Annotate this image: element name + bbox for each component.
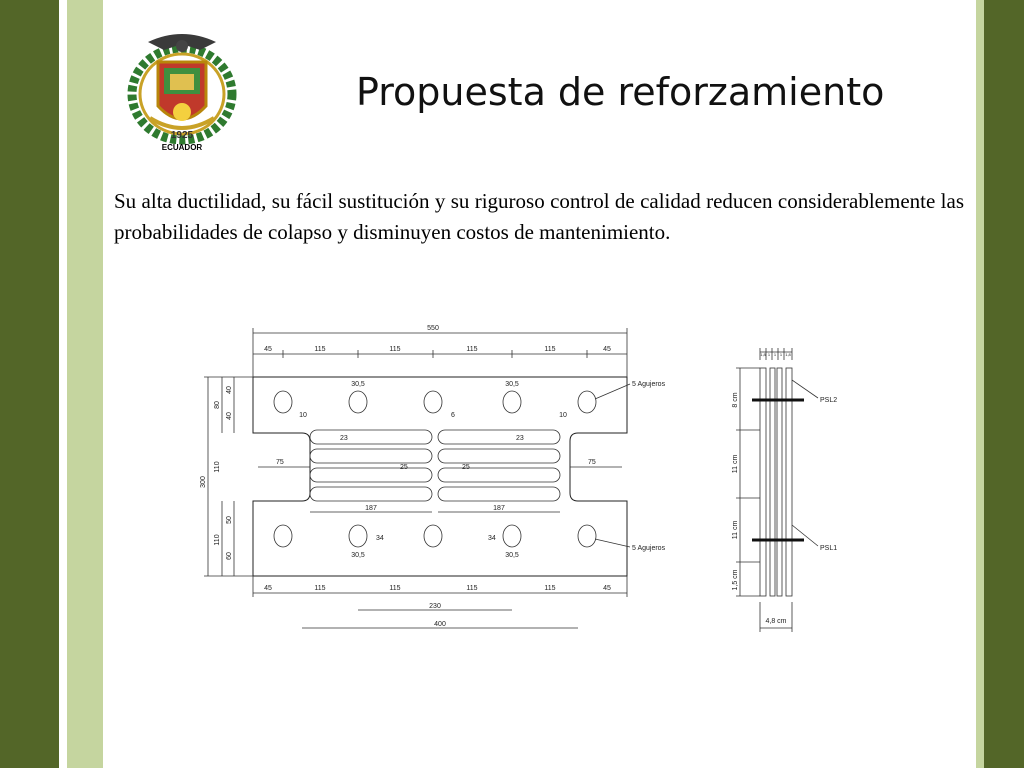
- svg-text:40: 40: [226, 386, 233, 394]
- svg-text:34: 34: [376, 535, 384, 542]
- svg-text:4,8 cm: 4,8 cm: [765, 618, 786, 625]
- svg-text:115: 115: [314, 346, 325, 353]
- left-white-stripe: [59, 0, 67, 768]
- svg-text:45: 45: [264, 585, 272, 592]
- svg-text:75: 75: [276, 459, 284, 466]
- svg-text:10: 10: [559, 412, 567, 419]
- svg-text:5 Agujeros: 5 Agujeros: [632, 545, 666, 552]
- section-drawing: 1,8 1 1 1 1,8 8 cm 11 cm 11 cm 1,5 cm PS…: [732, 348, 837, 632]
- left-dark-band: [0, 0, 59, 768]
- svg-text:115: 115: [314, 585, 325, 592]
- svg-text:30,5: 30,5: [351, 381, 365, 388]
- svg-text:30,5: 30,5: [351, 552, 365, 559]
- svg-text:25: 25: [400, 464, 408, 471]
- svg-text:34: 34: [488, 535, 496, 542]
- slot: [437, 486, 561, 502]
- svg-text:1925: 1925: [171, 130, 194, 141]
- svg-text:115: 115: [389, 346, 400, 353]
- svg-text:8 cm: 8 cm: [732, 392, 739, 407]
- left-light-band: [67, 0, 103, 768]
- svg-text:50: 50: [226, 516, 233, 524]
- svg-text:45: 45: [264, 346, 272, 353]
- right-dark-band: [984, 0, 1024, 768]
- svg-text:115: 115: [389, 585, 400, 592]
- svg-text:10: 10: [299, 412, 307, 419]
- slot: [309, 448, 433, 464]
- svg-text:1: 1: [774, 352, 777, 357]
- hole: [577, 390, 597, 414]
- hole: [502, 524, 522, 548]
- svg-text:1: 1: [780, 352, 783, 357]
- logo-caption: ECUADOR: [161, 143, 203, 152]
- svg-text:75: 75: [588, 459, 596, 466]
- svg-text:11 cm: 11 cm: [732, 521, 739, 540]
- svg-text:60: 60: [226, 552, 233, 560]
- svg-text:45: 45: [603, 585, 611, 592]
- slot: [437, 467, 561, 483]
- slot: [309, 467, 433, 483]
- hole: [348, 390, 368, 414]
- svg-text:115: 115: [466, 585, 477, 592]
- svg-text:1,8: 1,8: [785, 352, 791, 357]
- svg-text:230: 230: [429, 603, 441, 610]
- svg-text:115: 115: [544, 585, 555, 592]
- ecuador-coat-of-arms-icon: 1925: [127, 34, 237, 145]
- hole: [423, 524, 443, 548]
- slot: [309, 486, 433, 502]
- svg-text:30,5: 30,5: [505, 381, 519, 388]
- svg-text:PSL2: PSL2: [820, 397, 837, 404]
- plan-drawing: 550 45 115 115 115 115 45 30,5 30,5 10 6…: [200, 325, 666, 629]
- hole: [423, 390, 443, 414]
- slot: [437, 448, 561, 464]
- svg-text:115: 115: [544, 346, 555, 353]
- svg-text:1,5 cm: 1,5 cm: [732, 569, 739, 590]
- svg-text:11 cm: 11 cm: [732, 455, 739, 474]
- hole: [273, 524, 293, 548]
- svg-text:115: 115: [466, 346, 477, 353]
- svg-text:23: 23: [340, 435, 348, 442]
- hole: [348, 524, 368, 548]
- svg-text:6: 6: [451, 412, 455, 419]
- plate-member: [776, 367, 783, 597]
- svg-text:23: 23: [516, 435, 524, 442]
- svg-text:45: 45: [603, 346, 611, 353]
- svg-text:80: 80: [214, 401, 221, 409]
- svg-text:1: 1: [768, 352, 771, 357]
- svg-text:187: 187: [365, 505, 377, 512]
- hole: [273, 390, 293, 414]
- right-light-stripe: [976, 0, 984, 768]
- plate-member: [759, 367, 767, 597]
- svg-text:110: 110: [214, 534, 221, 545]
- svg-text:187: 187: [493, 505, 505, 512]
- plate-outline: [252, 376, 628, 577]
- hole: [577, 524, 597, 548]
- svg-text:30,5: 30,5: [505, 552, 519, 559]
- svg-text:1,8: 1,8: [760, 352, 766, 357]
- svg-text:25: 25: [462, 464, 470, 471]
- slide-title: Propuesta de reforzamiento: [356, 70, 885, 114]
- slot: [437, 429, 561, 445]
- svg-text:300: 300: [200, 476, 207, 488]
- svg-text:PSL1: PSL1: [820, 545, 837, 552]
- plate-member: [785, 367, 793, 597]
- svg-text:110: 110: [214, 461, 221, 472]
- svg-text:400: 400: [434, 621, 446, 628]
- body-paragraph: Su alta ductilidad, su fácil sustitución…: [114, 189, 964, 244]
- svg-text:5 Agujeros: 5 Agujeros: [632, 381, 666, 388]
- svg-text:40: 40: [226, 412, 233, 420]
- svg-text:550: 550: [427, 325, 439, 332]
- plate-member: [769, 367, 776, 597]
- hole: [502, 390, 522, 414]
- slot: [309, 429, 433, 445]
